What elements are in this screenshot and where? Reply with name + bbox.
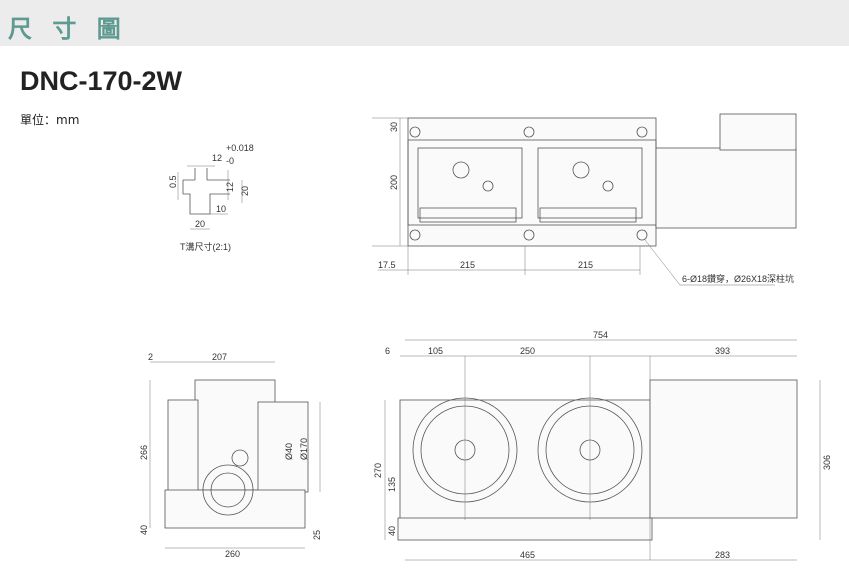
tslot-depth: 0.5: [168, 175, 178, 188]
dim-207: 207: [212, 352, 227, 362]
dim-215-b: 215: [578, 260, 593, 270]
dim-215-a: 215: [460, 260, 475, 270]
dim-260: 260: [225, 549, 240, 559]
tslot-width: 12: [212, 153, 222, 163]
dim-283: 283: [715, 550, 730, 560]
tslot-h2: 20: [240, 186, 250, 196]
dim-40-front: 40: [387, 526, 397, 536]
tslot-tol-upper: +0.018: [226, 143, 254, 153]
dim-30: 30: [389, 122, 399, 132]
dim-25: 25: [312, 530, 322, 540]
model-title: DNC-170-2W: [20, 66, 183, 96]
dim-2: 2: [148, 352, 153, 362]
section-title: 尺 寸 圖: [8, 15, 127, 43]
tslot-detail: 12 +0.018 -0 0.5 12 20 10 20 T溝尺寸(2:1): [168, 143, 254, 252]
unit-label: 單位：mm: [20, 113, 80, 127]
dim-40-side: 40: [139, 525, 149, 535]
dim-270: 270: [373, 463, 383, 478]
front-view: 754 6 105 250 393 270 135 40 465 283 306: [373, 330, 832, 561]
dim-105: 105: [428, 346, 443, 356]
dim-266: 266: [139, 445, 149, 460]
top-view: 30 200 17.5 215 215 6-Ø18鑽穿，Ø26X18深柱坑: [372, 113, 797, 286]
side-view: 2 207 266 40 260 25 Ø40 Ø170: [139, 352, 322, 559]
dim-135: 135: [387, 477, 397, 492]
dim-306: 306: [822, 455, 832, 470]
dia-170: Ø170: [299, 438, 309, 460]
dim-393: 393: [715, 346, 730, 356]
mounting-hole-note: 6-Ø18鑽穿，Ø26X18深柱坑: [682, 273, 794, 284]
section-header: 尺 寸 圖: [0, 0, 849, 46]
tslot-tol-lower: -0: [226, 156, 234, 166]
dim-6: 6: [385, 346, 390, 356]
dia-40: Ø40: [284, 443, 294, 460]
tslot-w3: 20: [195, 219, 205, 229]
dim-465: 465: [520, 550, 535, 560]
tslot-h1: 12: [225, 182, 235, 192]
tslot-caption: T溝尺寸(2:1): [180, 241, 231, 252]
dim-754: 754: [593, 330, 608, 340]
tslot-w2: 10: [216, 204, 226, 214]
dim-200: 200: [389, 175, 399, 190]
dim-250: 250: [520, 346, 535, 356]
dim-17-5: 17.5: [378, 260, 396, 270]
